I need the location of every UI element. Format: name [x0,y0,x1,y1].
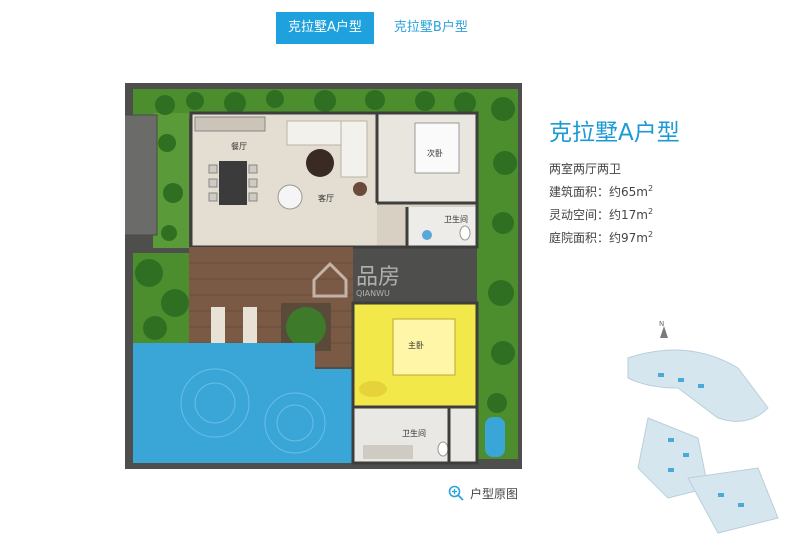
label-bathroom-bottom: 卫生间 [402,429,426,438]
flex-space-sup: 2 [647,207,654,216]
yard-area-line: 庭院面积：约97m2 [549,229,653,246]
site-map: N [598,318,800,549]
built-area-sup: 2 [647,184,654,193]
svg-text:QIANWU: QIANWU [356,289,390,298]
layout-text: 两室两厅两卫 [549,162,622,176]
view-original-label: 户型原图 [470,486,519,501]
label-living: 客厅 [318,194,334,203]
plan-tabs: 克拉墅A户型 克拉墅B户型 [276,12,480,44]
svg-text:品房: 品房 [356,265,400,290]
watermark-logo: 品房 QIANWU [310,258,500,302]
svg-text:N: N [659,320,664,328]
view-original-link[interactable]: 户型原图 [448,483,518,503]
label-second-bedroom: 次卧 [427,149,443,158]
built-area-line: 建筑面积：约65m2 [549,183,653,200]
villa-title: 克拉墅A户型 [549,120,680,146]
tab-villa-a[interactable]: 克拉墅A户型 [276,12,374,44]
tab-villa-b[interactable]: 克拉墅B户型 [393,20,468,35]
built-area-text: 建筑面积：约65m [549,185,648,199]
flex-space-text: 灵动空间：约17m [549,208,648,222]
zoom-in-icon [448,485,464,501]
floor-plan [125,83,522,469]
label-bathroom-top: 卫生间 [444,215,468,224]
yard-area-text: 庭院面积：约97m [549,231,648,245]
yard-area-sup: 2 [647,230,654,239]
compass-north-icon: N [659,320,668,338]
flex-space-line: 灵动空间：约17m2 [549,206,653,223]
label-master-bedroom: 主卧 [408,341,424,350]
label-dining: 餐厅 [231,142,247,151]
